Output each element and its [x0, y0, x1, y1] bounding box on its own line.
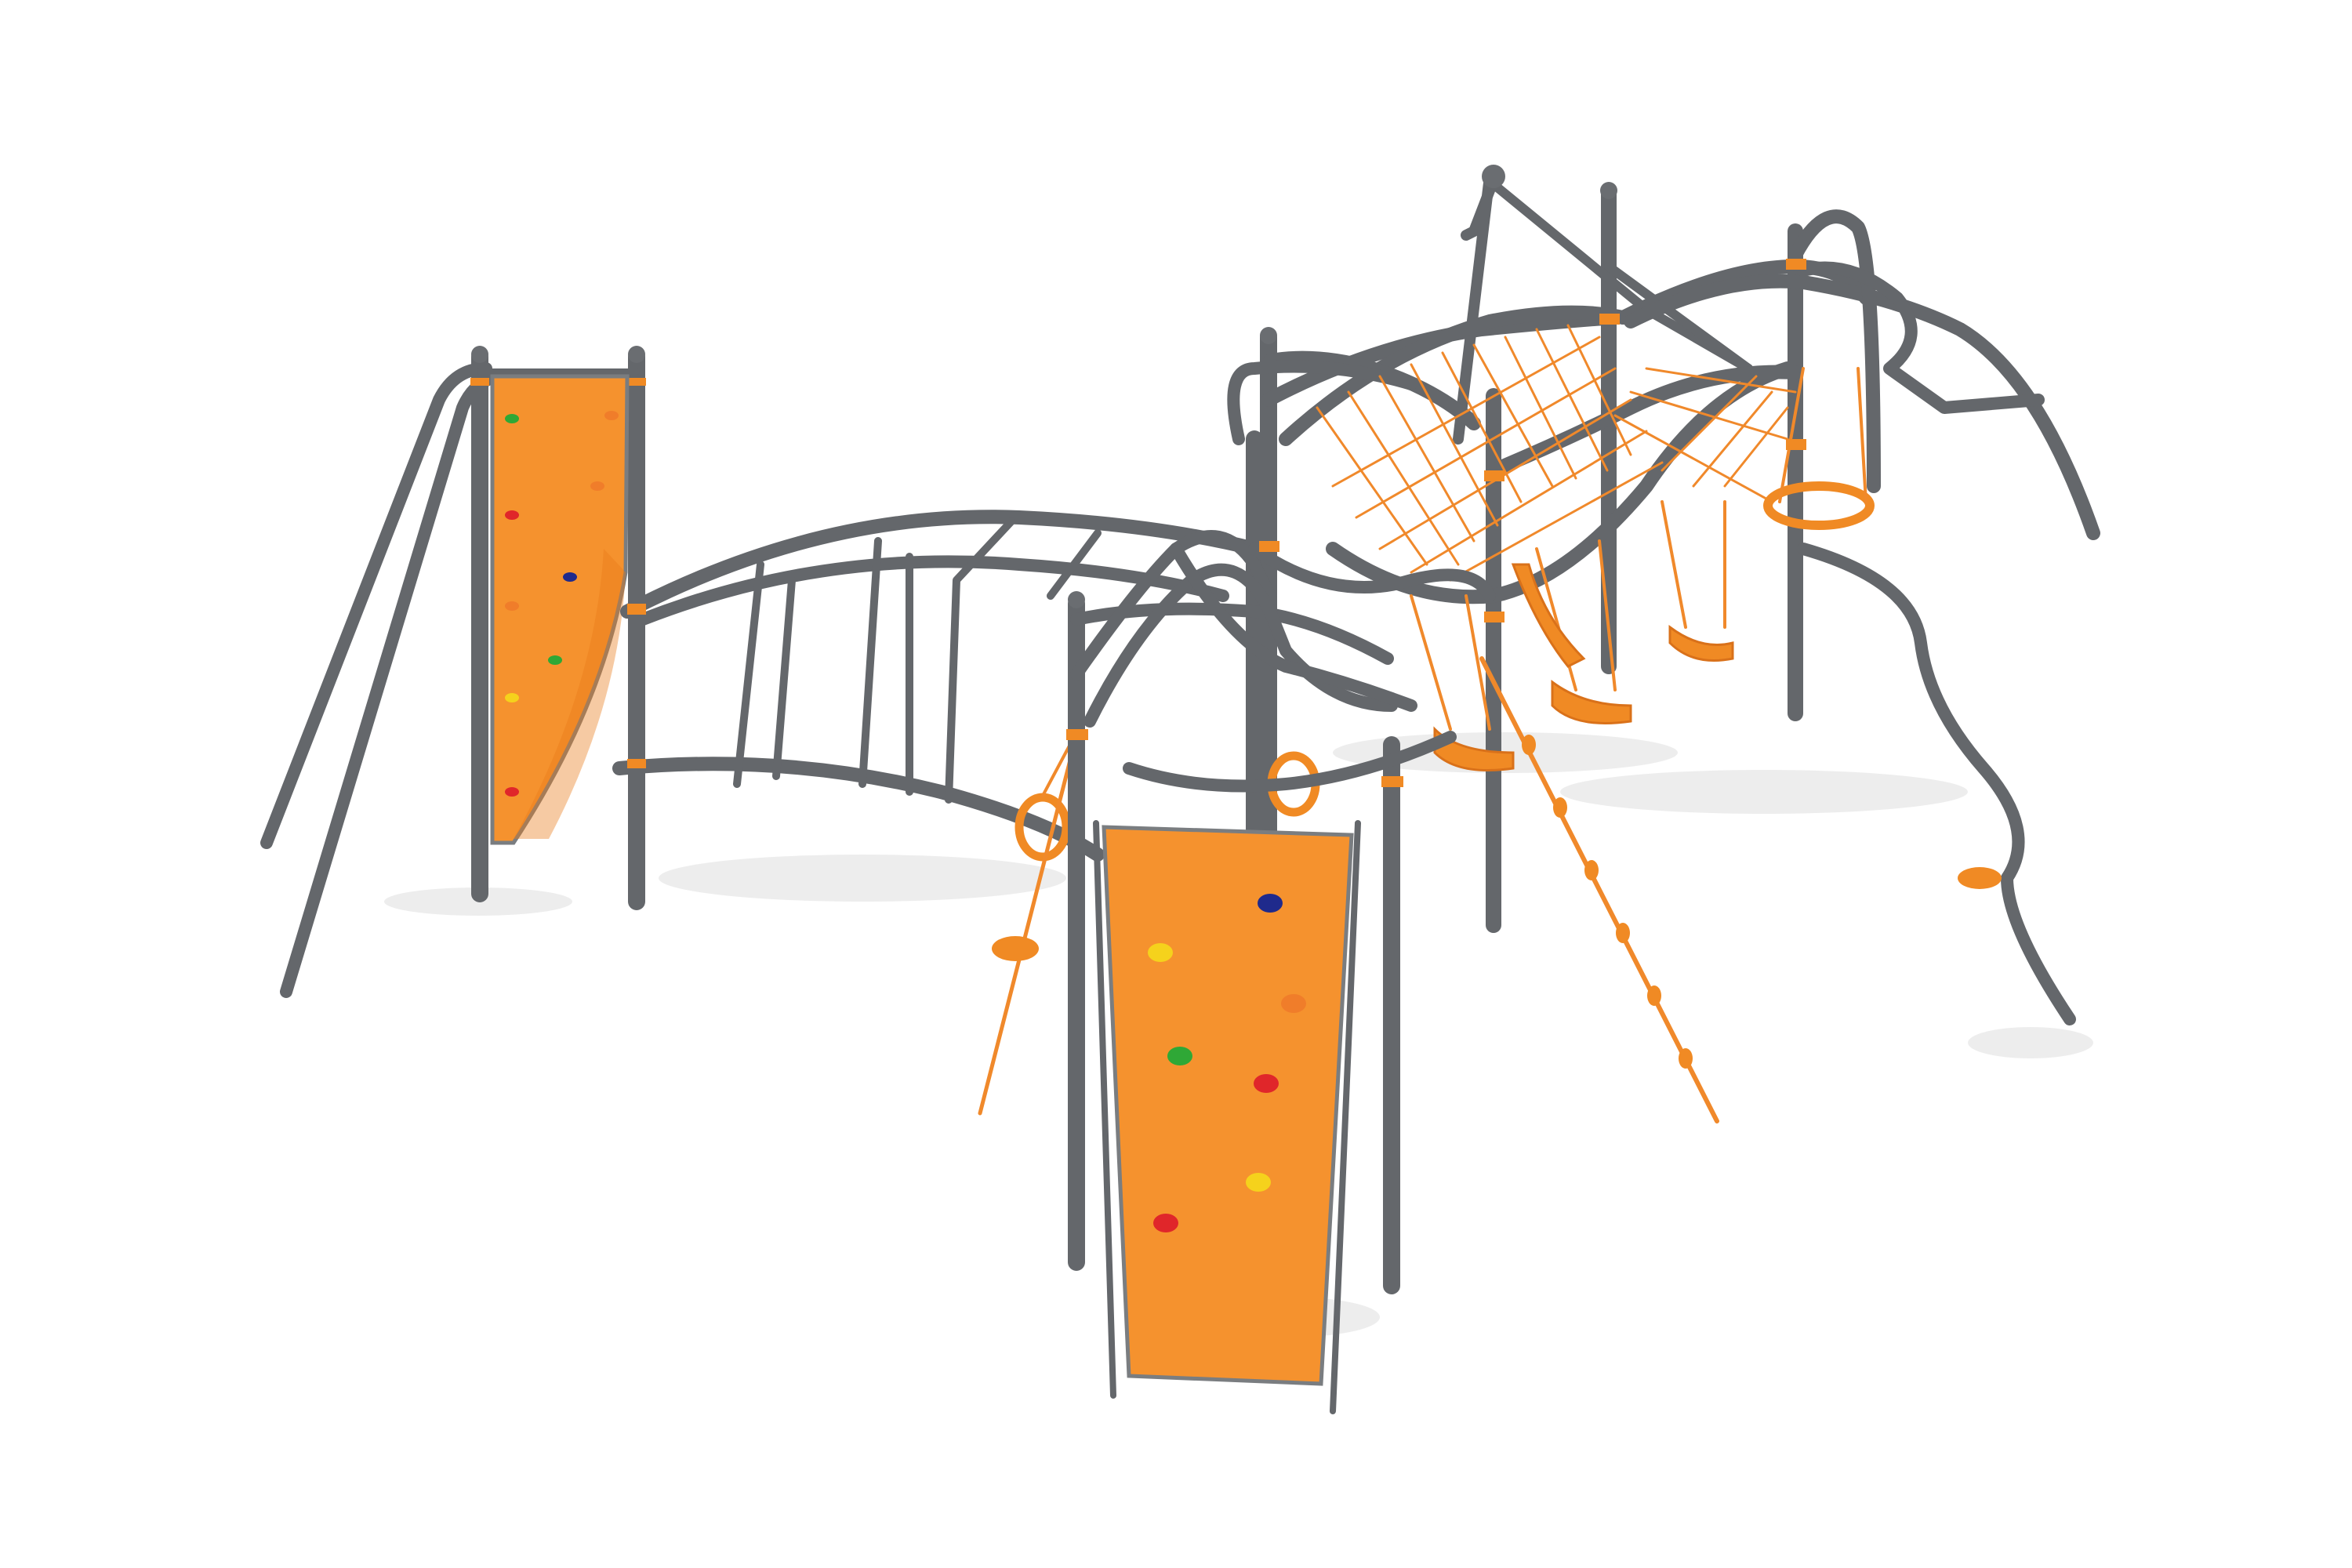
- hanging-seats: [1410, 500, 1734, 771]
- net-tunnel-frame: [1227, 165, 2100, 933]
- left-climbing-panel: [490, 374, 630, 845]
- ring-swing: [1763, 367, 1875, 530]
- front-climbing-wall-frame: [1066, 530, 1496, 1414]
- front-panel-holds: [1148, 894, 1306, 1232]
- bead-rope: [1479, 656, 1719, 1123]
- cargo-net: [1316, 324, 1797, 582]
- left-panel-holds: [505, 411, 619, 797]
- front-climbing-panel: [1102, 825, 1354, 1386]
- pole-clamps: [1259, 259, 1806, 622]
- arched-bridge: [612, 510, 1261, 910]
- wavy-climbing-pole: [1797, 543, 2076, 1025]
